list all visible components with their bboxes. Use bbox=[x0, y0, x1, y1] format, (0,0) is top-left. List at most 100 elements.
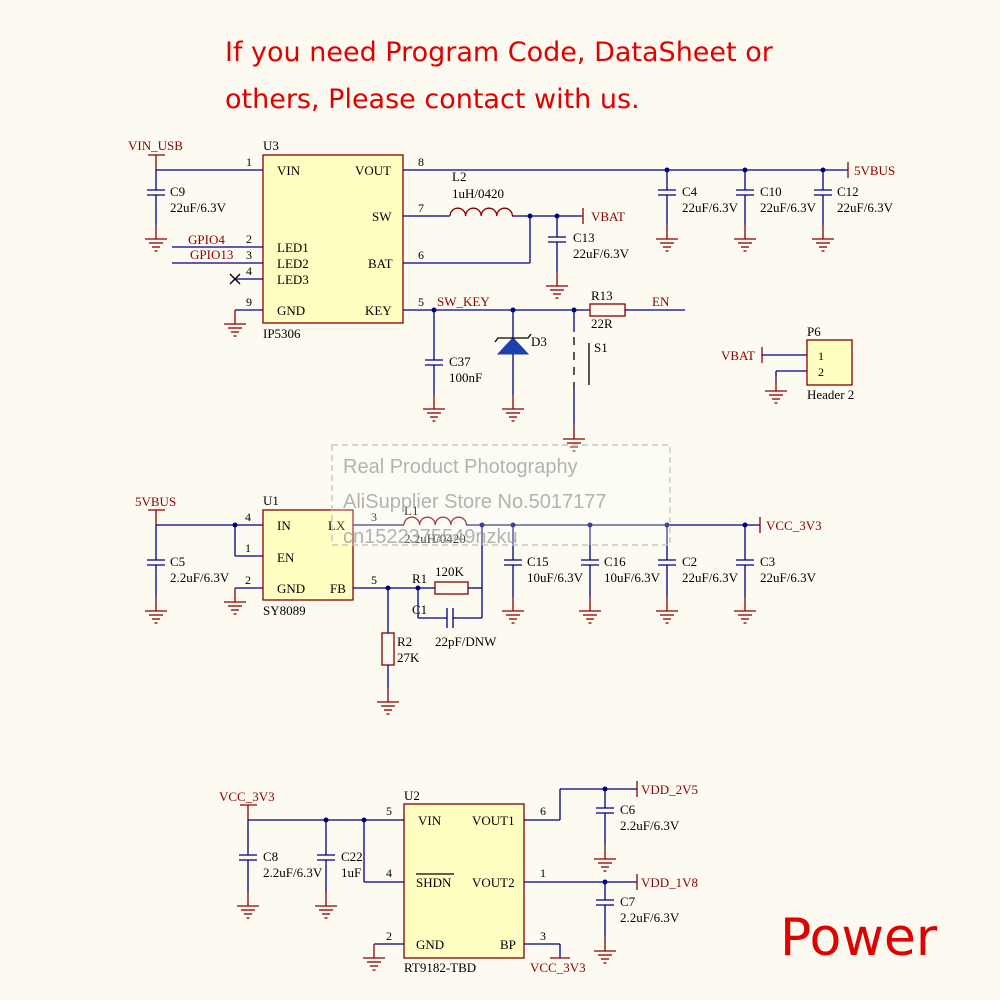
c3-ref: C3 bbox=[760, 554, 775, 569]
c4-value: 22uF/6.3V bbox=[682, 200, 739, 215]
watermark: Real Product Photography AliSupplier Sto… bbox=[331, 444, 671, 548]
u2-pinnum-vout2: 1 bbox=[540, 866, 546, 880]
u3-pin-vout: VOUT bbox=[355, 163, 391, 178]
c9-ref: C9 bbox=[170, 184, 185, 199]
u3-pin-led3: LED3 bbox=[277, 272, 309, 287]
u2-pin-vin: VIN bbox=[418, 813, 442, 828]
c8-value: 2.2uF/6.3V bbox=[263, 865, 323, 880]
u3-pinnum-led1: 2 bbox=[246, 232, 252, 246]
c9-value: 22uF/6.3V bbox=[170, 200, 227, 215]
p6-pin2: 2 bbox=[818, 365, 824, 379]
r1-ref: R1 bbox=[412, 571, 427, 586]
u2-pinnum-vout1: 6 bbox=[540, 804, 546, 818]
s1-ref: S1 bbox=[594, 340, 608, 355]
l2-ref: L2 bbox=[452, 169, 466, 184]
c1-value: 22pF/DNW bbox=[435, 634, 497, 649]
c37-value: 100nF bbox=[449, 370, 482, 385]
net-label-vdd2v5: VDD_2V5 bbox=[641, 782, 698, 797]
u2-ref: U2 bbox=[404, 788, 420, 803]
u1-sy8089-block: U1 SY8089 IN EN GND LX FB 4 1 2 3 5 bbox=[245, 493, 377, 618]
c3-value: 22uF/6.3V bbox=[760, 570, 817, 585]
net-label-gpio13: GPIO13 bbox=[190, 247, 233, 262]
u3-part: IP5306 bbox=[263, 326, 301, 341]
u1-input-net: 5VBUS C5 2.2uF/6.3V bbox=[135, 494, 263, 624]
c5-value: 2.2uF/6.3V bbox=[170, 570, 230, 585]
c16-ref: C16 bbox=[604, 554, 626, 569]
u2-pin-shdn: SHDN bbox=[416, 875, 452, 890]
net-label-gpio4: GPIO4 bbox=[188, 232, 225, 247]
net-label-vin-usb: VIN_USB bbox=[128, 138, 183, 153]
u2-rt9182-block: U2 RT9182-TBD VIN SHDN GND VOUT1 VOUT2 B… bbox=[386, 788, 546, 975]
r13-ref: R13 bbox=[591, 288, 613, 303]
watermark-line-2: AliSupplier Store No.5017177 bbox=[343, 491, 607, 513]
watermark-line-1: Real Product Photography bbox=[343, 456, 578, 478]
u3-pinnum-led3: 4 bbox=[246, 264, 252, 278]
header-line-1: If you need Program Code, DataSheet or bbox=[225, 37, 774, 68]
net-label-5vbus-top: 5VBUS bbox=[854, 163, 895, 178]
u3-pin-led2: LED2 bbox=[277, 256, 309, 271]
u3-pinnum-key: 5 bbox=[418, 295, 424, 309]
c4-ref: C4 bbox=[682, 184, 698, 199]
u1-pin-in: IN bbox=[277, 518, 291, 533]
c8-ref: C8 bbox=[263, 849, 278, 864]
c22-ref: C22 bbox=[341, 849, 363, 864]
u3-body bbox=[262, 154, 404, 324]
vcc3v3-rail: L1 2.2uH/0420 VCC_3V3 C15 10uF/6.3V C16 … bbox=[353, 503, 822, 624]
c10-ref: C10 bbox=[760, 184, 782, 199]
net-label-en: EN bbox=[652, 294, 670, 309]
r2-value: 27K bbox=[397, 650, 420, 665]
net-label-vdd1v8: VDD_1V8 bbox=[641, 875, 698, 890]
u2-part: RT9182-TBD bbox=[404, 960, 476, 975]
feedback-network: R1 120K C1 22pF/DNW R2 27K bbox=[353, 525, 497, 715]
gpio-nets: GPIO4 GPIO13 bbox=[172, 232, 263, 337]
net-label-vcc3v3-u2: VCC_3V3 bbox=[219, 789, 275, 804]
u2-pinnum-shdn: 4 bbox=[386, 866, 392, 880]
p6-part: Header 2 bbox=[807, 387, 854, 402]
u1-pinnum-en: 1 bbox=[245, 541, 251, 555]
p6-ref: P6 bbox=[807, 324, 821, 339]
p6-header: P6 Header 2 1 2 VBAT bbox=[721, 324, 854, 404]
net-label-vbat-top: VBAT bbox=[591, 209, 625, 224]
c2-value: 22uF/6.3V bbox=[682, 570, 739, 585]
p6-pin1: 1 bbox=[818, 349, 824, 363]
r1-value: 120K bbox=[435, 564, 465, 579]
net-label-5vbus-u1: 5VBUS bbox=[135, 494, 176, 509]
p6-body bbox=[806, 339, 853, 386]
c2-ref: C2 bbox=[682, 554, 697, 569]
c15-ref: C15 bbox=[527, 554, 549, 569]
u3-pinnum-bat: 6 bbox=[418, 248, 424, 262]
u1-pinnum-in: 4 bbox=[245, 510, 251, 524]
c10-value: 22uF/6.3V bbox=[760, 200, 817, 215]
u2-input-net: VCC_3V3 C8 2.2uF/6.3V C22 1uF bbox=[219, 789, 404, 971]
u1-pin-gnd: GND bbox=[277, 581, 305, 596]
u1-ref: U1 bbox=[263, 493, 279, 508]
u3-pin-bat: BAT bbox=[368, 256, 393, 271]
c6-ref: C6 bbox=[620, 802, 636, 817]
watermark-line-3: cn1522375549nzku bbox=[343, 526, 518, 548]
u2-pin-vout2: VOUT2 bbox=[472, 875, 515, 890]
c15-value: 10uF/6.3V bbox=[527, 570, 584, 585]
u1-pin-en: EN bbox=[277, 550, 295, 565]
u3-ref: U3 bbox=[263, 138, 279, 153]
u2-pin-vout1: VOUT1 bbox=[472, 813, 515, 828]
u3-pin-gnd: GND bbox=[277, 303, 305, 318]
u3-pinnum-sw: 7 bbox=[418, 201, 424, 215]
u3-pinnum-vout: 8 bbox=[418, 155, 424, 169]
u3-pin-sw: SW bbox=[372, 209, 392, 224]
c16-value: 10uF/6.3V bbox=[604, 570, 661, 585]
u2-output-nets: VDD_2V5 C6 2.2uF/6.3V VDD_1V8 C7 2.2uF/6… bbox=[524, 781, 698, 975]
u2-body bbox=[403, 803, 525, 959]
c7-value: 2.2uF/6.3V bbox=[620, 910, 680, 925]
u3-pin-vin: VIN bbox=[277, 163, 301, 178]
u1-pinnum-lx: 3 bbox=[371, 510, 377, 524]
sw-key-net: SW_KEY C37 100nF D3 S1 R13 22R EN bbox=[403, 288, 685, 452]
net-label-vcc3v3-bp: VCC_3V3 bbox=[530, 960, 586, 975]
net-label-vbat-p6: VBAT bbox=[721, 348, 755, 363]
u2-pinnum-bp: 3 bbox=[540, 929, 546, 943]
u1-part: SY8089 bbox=[263, 603, 306, 618]
u2-pinnum-gnd: 2 bbox=[386, 929, 392, 943]
vin-usb-net: VIN_USB C9 22uF/6.3V bbox=[128, 138, 263, 252]
u1-pinnum-gnd: 2 bbox=[245, 573, 251, 587]
c7-ref: C7 bbox=[620, 894, 636, 909]
